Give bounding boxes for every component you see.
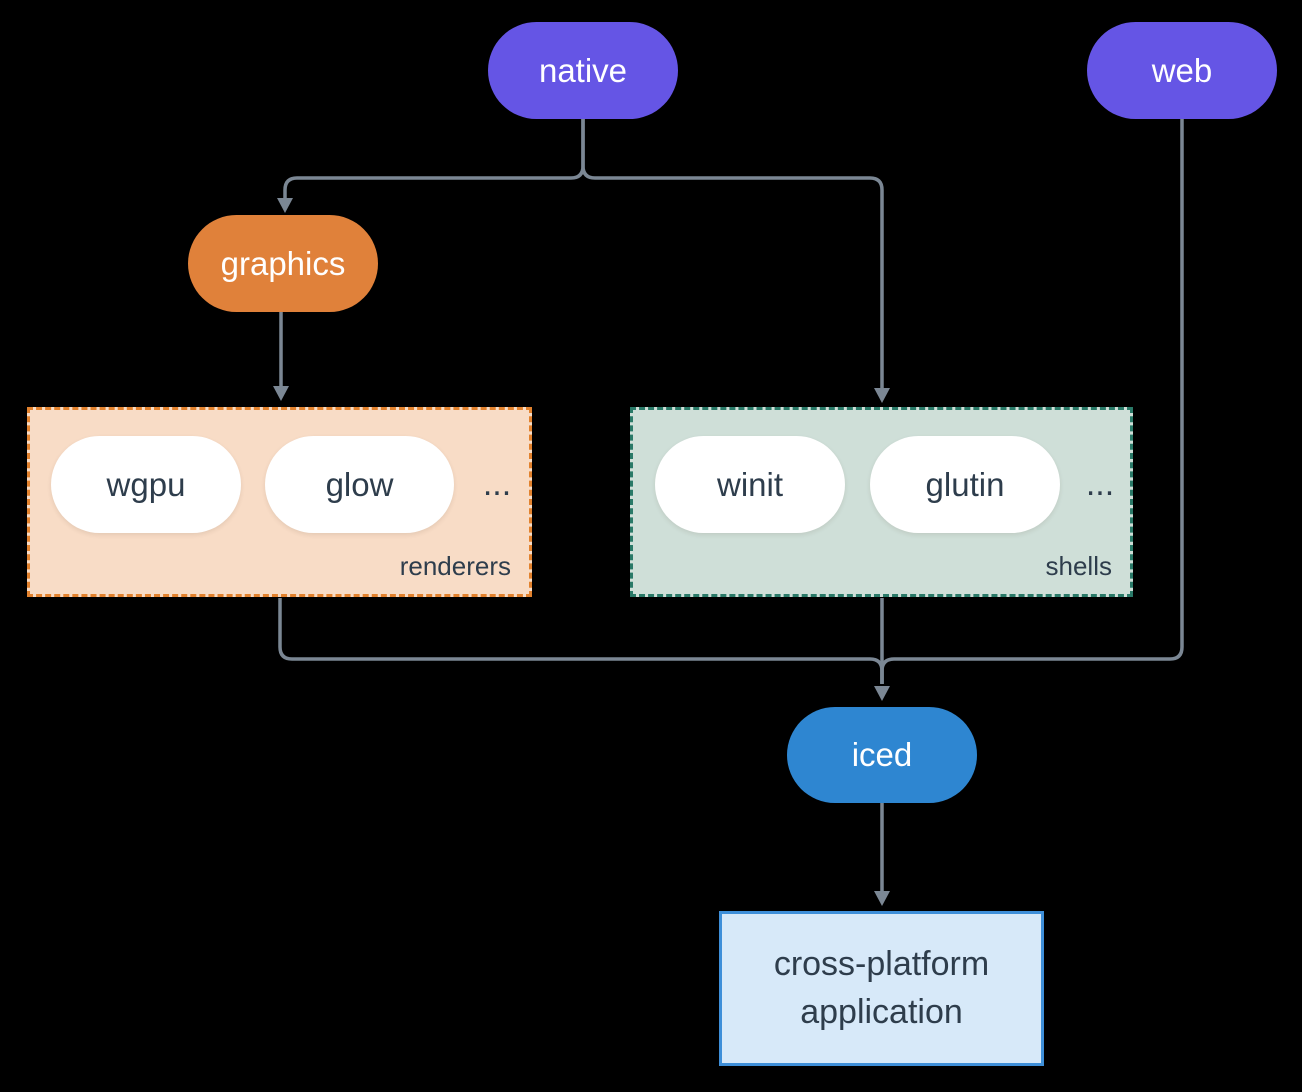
edge-native-to-shells bbox=[581, 119, 884, 390]
edge-native-to-graphics bbox=[283, 119, 585, 200]
group-shells: winit glutin ... shells bbox=[630, 407, 1133, 597]
shells-label: shells bbox=[1045, 551, 1112, 581]
shells-ellipsis: ... bbox=[1085, 465, 1115, 503]
node-web: web bbox=[1087, 22, 1277, 119]
node-graphics: graphics bbox=[188, 215, 378, 312]
node-iced: iced bbox=[787, 707, 977, 803]
node-winit: winit bbox=[655, 436, 845, 533]
arrowhead-graphics bbox=[277, 198, 293, 213]
app-label-line1: cross-platform bbox=[773, 944, 990, 983]
arrowhead-app bbox=[874, 891, 890, 906]
app-label-line2: application bbox=[800, 992, 963, 1031]
node-wgpu: wgpu bbox=[51, 436, 241, 533]
renderers-ellipsis: ... bbox=[482, 465, 512, 503]
arrowhead-shells bbox=[874, 388, 890, 403]
arrowhead-iced bbox=[874, 686, 890, 701]
edge-web-to-iced bbox=[880, 119, 1184, 684]
group-renderers: wgpu glow ... renderers bbox=[27, 407, 532, 597]
edge-renderers-to-iced bbox=[278, 598, 884, 684]
node-cross-platform-application: cross-platform application bbox=[719, 911, 1044, 1066]
renderers-label: renderers bbox=[399, 551, 511, 581]
node-native: native bbox=[488, 22, 678, 119]
arrowhead-renderers bbox=[273, 386, 289, 401]
node-glutin: glutin bbox=[870, 436, 1060, 533]
node-glow: glow bbox=[265, 436, 454, 533]
